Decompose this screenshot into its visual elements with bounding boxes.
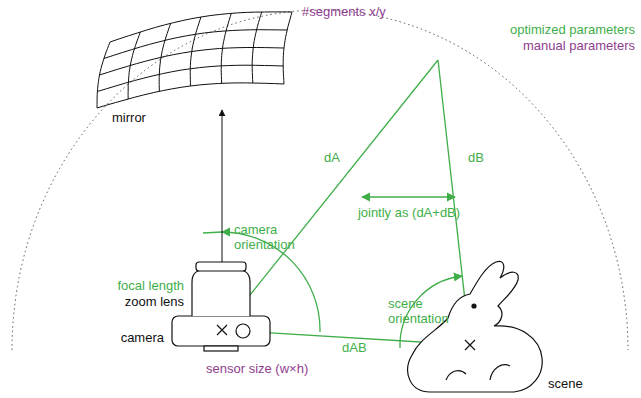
mirror-segment-line — [97, 65, 283, 91]
mirror-segment-line — [97, 83, 284, 108]
part-name: zoom lens — [123, 294, 186, 309]
part-name: scene — [546, 376, 585, 391]
parameter-label: camera orientation — [232, 222, 316, 252]
parameter-label: sensor size (w×h) — [204, 361, 310, 376]
distance-label: dA — [322, 150, 342, 165]
mirror-grid — [97, 12, 292, 108]
mirror-segment-line — [110, 12, 292, 42]
legend-note: manual parameters — [521, 38, 637, 53]
camera-axis — [222, 110, 223, 272]
part-name: mirror — [110, 110, 148, 125]
legend-note: optimized parameters — [508, 22, 637, 37]
mirror-segment-line — [104, 30, 287, 59]
mirror-segment-line — [283, 12, 292, 84]
hemisphere-arc — [12, 10, 628, 350]
mirror-segment-line — [100, 48, 285, 76]
parameter-label: scene orientation — [386, 296, 465, 326]
bunny-scene — [408, 261, 543, 392]
parameter-label: focal length — [116, 278, 187, 293]
parameter-label: #segments x/y — [300, 4, 388, 19]
camera-symbol — [172, 262, 270, 351]
part-name: camera — [119, 330, 166, 345]
distance-label: dB — [466, 150, 486, 165]
distance-note: jointly as (dA+dB) — [356, 205, 462, 220]
distance-label: dAB — [340, 340, 369, 355]
mirror-segment-line — [97, 42, 110, 108]
